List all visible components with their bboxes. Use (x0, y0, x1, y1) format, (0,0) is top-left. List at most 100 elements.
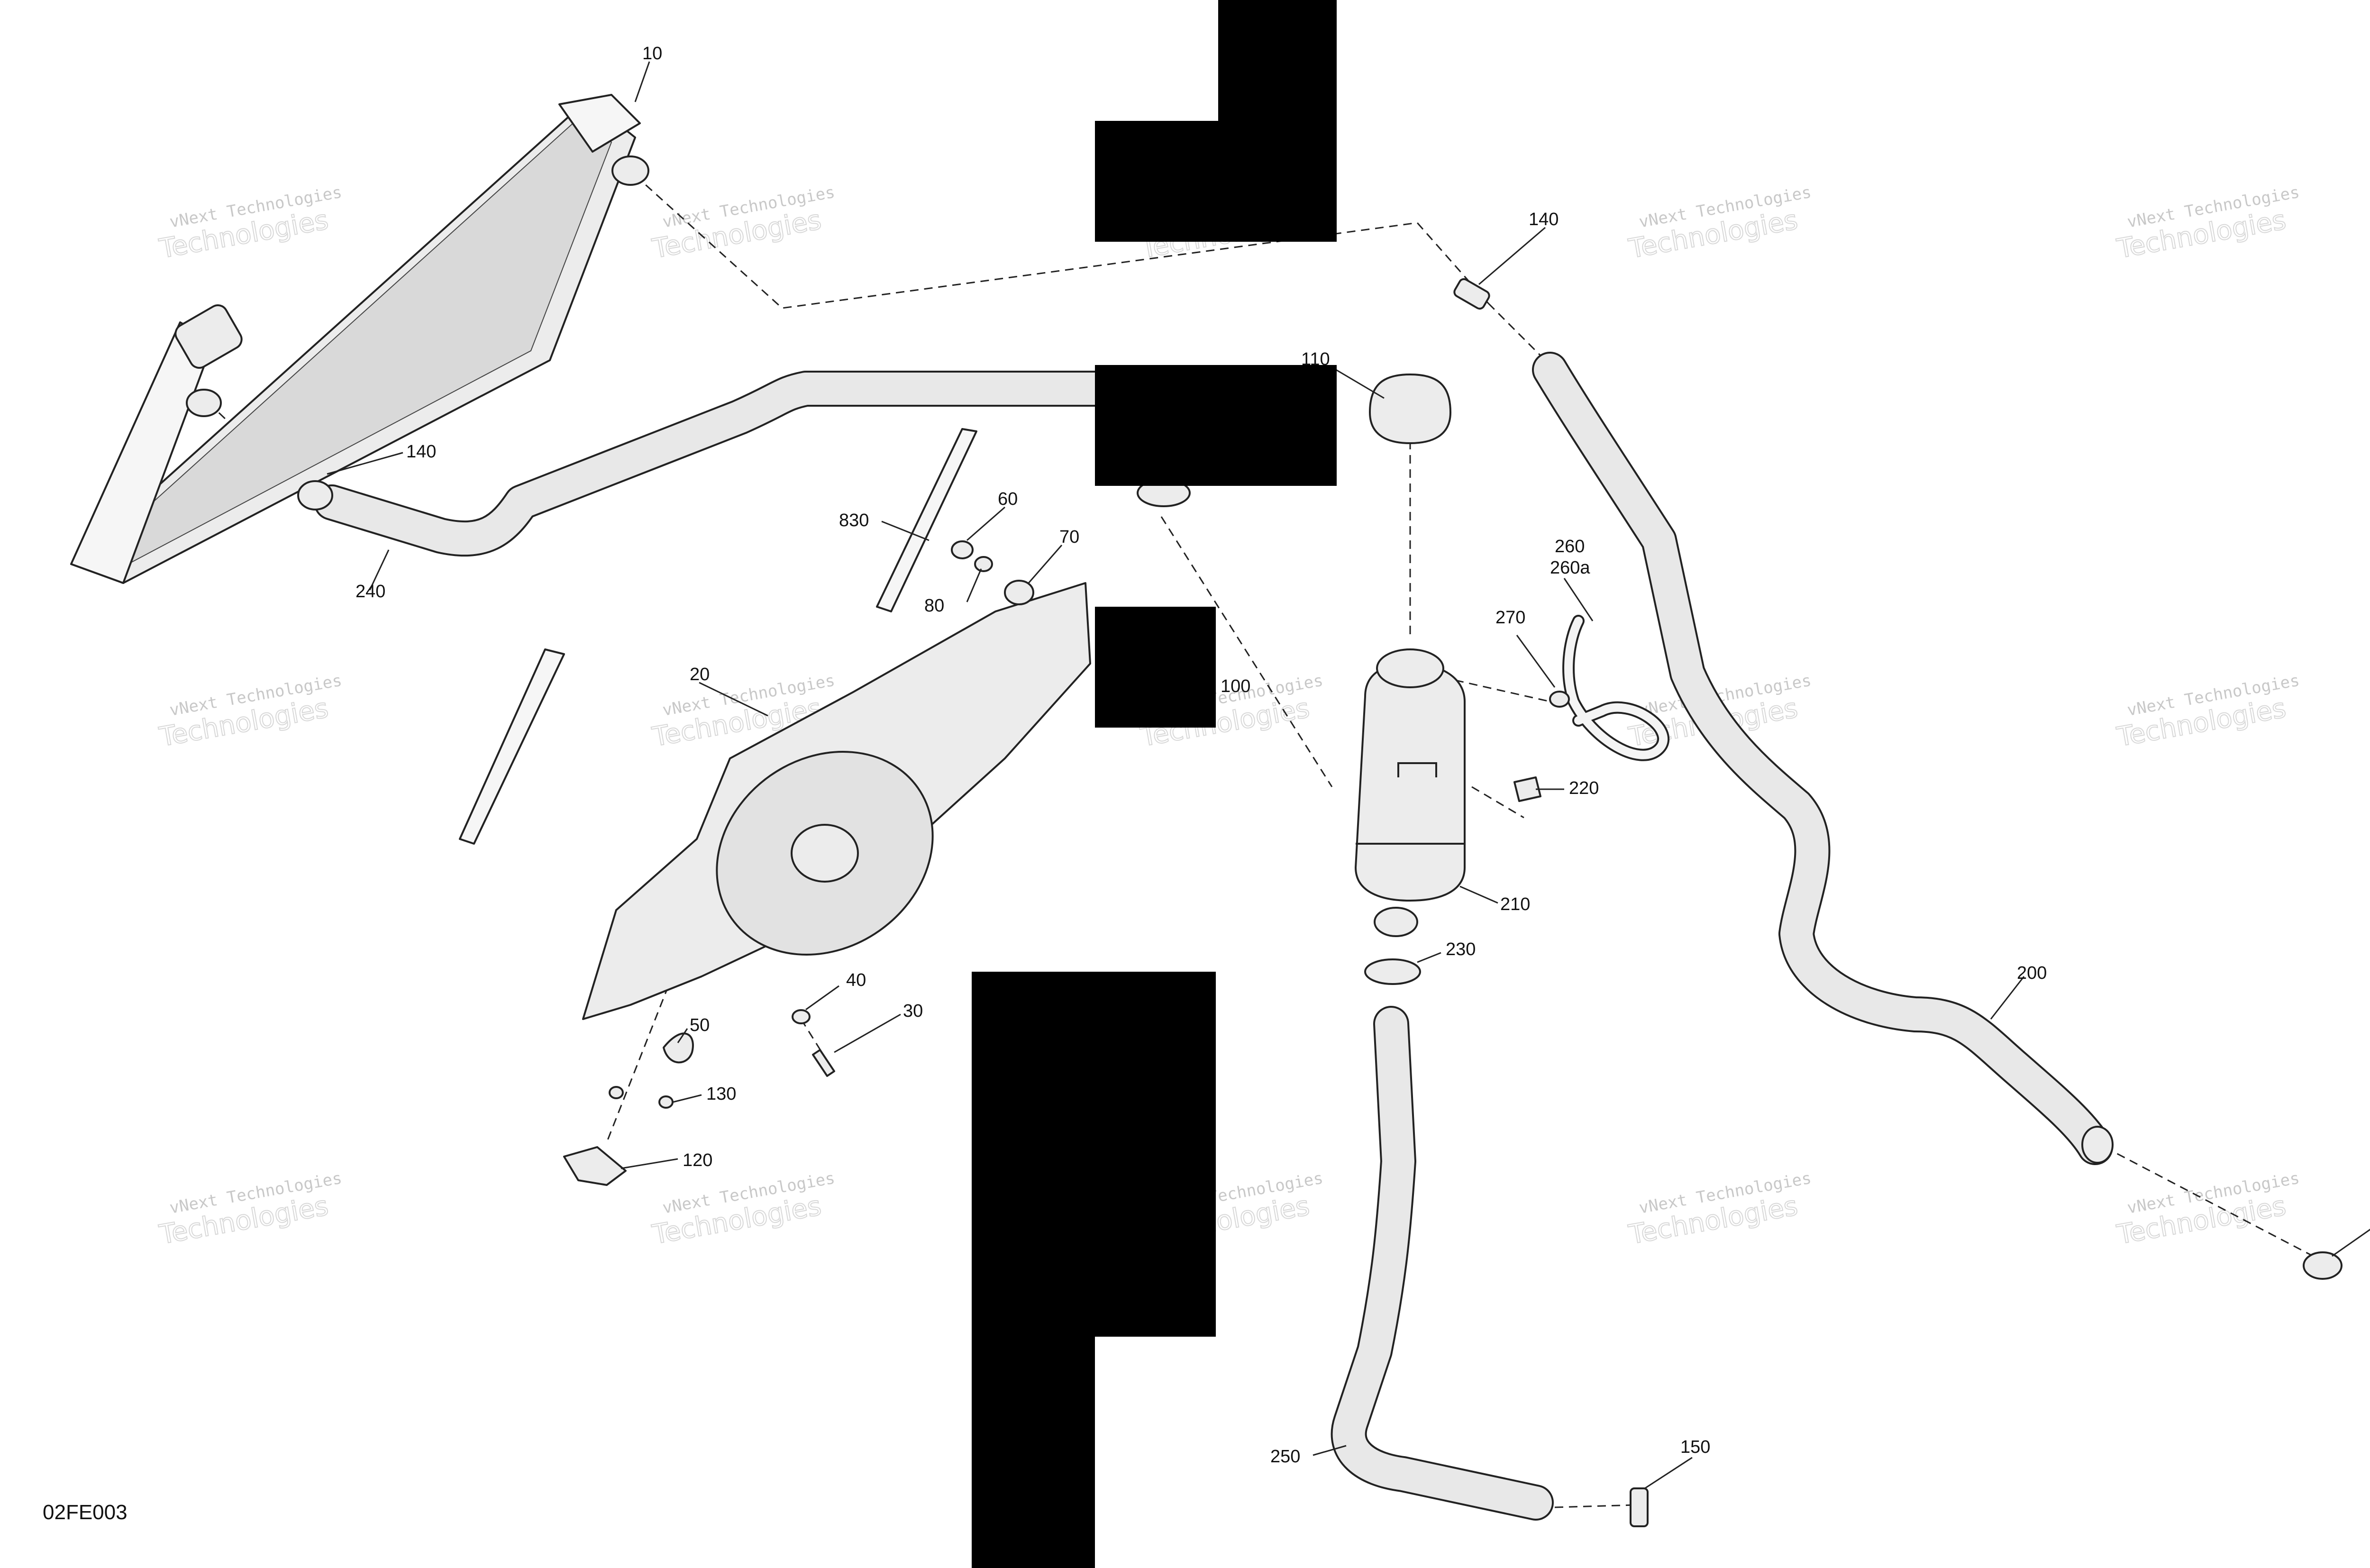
callout-30: 30 (903, 1001, 923, 1021)
callout-240: 240 (356, 582, 385, 602)
leader-line (1417, 952, 1441, 963)
watermark: Technologies vNext Technologies (649, 1168, 836, 1251)
grommet-70-icon (1004, 580, 1034, 605)
clamp-140-icon (1453, 278, 1490, 310)
leader-line (881, 520, 930, 541)
watermark: Technologies vNext Technologies (1626, 182, 1813, 265)
watermark: Technologies vNext Technologies (2114, 671, 2301, 753)
callout-100: 100 (1221, 676, 1250, 696)
redaction-blocks (972, 0, 1337, 1568)
callout-260a: 260a (1550, 558, 1590, 578)
redaction-block (1095, 365, 1337, 486)
right-hose (1532, 352, 2114, 1165)
bracket-120-icon (563, 1146, 627, 1186)
callout-210: 210 (1500, 894, 1530, 914)
callout-830: 830 (839, 511, 869, 530)
leader-line (1028, 545, 1063, 583)
clamp-160-icon (2303, 1251, 2343, 1280)
upper-hose-body (316, 373, 1154, 555)
leader-line (673, 1094, 702, 1103)
callout-260: 260 (1555, 537, 1585, 556)
hose-end (2081, 1126, 2114, 1164)
fan-shroud (582, 582, 1091, 1020)
leader-line (1516, 635, 1556, 688)
leader-line (1331, 366, 1385, 399)
hose-clamp-icon (297, 480, 333, 511)
redaction-block (972, 972, 1216, 1568)
leader-line (1313, 1445, 1347, 1456)
callout-140: 140 (406, 442, 436, 462)
leader-line (677, 1028, 688, 1043)
radiator (70, 94, 649, 584)
callout-70: 70 (1059, 527, 1079, 547)
assembly-line (1554, 1504, 1636, 1508)
callout-labels: 10 140 140 110 830 60 70 80 240 260 260a… (356, 44, 2047, 1467)
radiator-outlet (611, 155, 649, 186)
foam-strip (459, 648, 565, 845)
vent-hose (1562, 615, 1669, 761)
leader-line (834, 1013, 901, 1053)
callout-150: 150 (1680, 1437, 1710, 1457)
redaction-block (1095, 607, 1216, 728)
radiator-cap-icon (1369, 374, 1451, 444)
callout-140: 140 (1529, 210, 1559, 229)
nut-60-icon (951, 540, 974, 559)
leader-line (699, 682, 768, 717)
clamp-270-icon (1549, 691, 1570, 708)
watermark: Technologies vNext Technologies (649, 182, 836, 265)
callout-10: 10 (642, 44, 662, 64)
assembly-line (1471, 786, 1524, 819)
callout-120: 120 (683, 1150, 712, 1170)
leader-line (1990, 976, 2025, 1020)
watermark: Technologies vNext Technologies (156, 671, 343, 753)
nut-130b-icon (658, 1095, 674, 1109)
coolant-reservoir (1355, 374, 1466, 937)
foam-strip (876, 428, 977, 612)
callout-250: 250 (1270, 1447, 1300, 1467)
leader-line (966, 506, 1005, 541)
radiator-top-tank (558, 94, 641, 153)
leader-line (369, 549, 390, 591)
lower-hose-body (1332, 1008, 1552, 1519)
clamp-150-icon (1630, 1487, 1649, 1527)
hardware (563, 278, 2343, 1527)
upper-hose (297, 371, 1156, 557)
callout-230: 230 (1446, 939, 1476, 959)
leader-line (1644, 1457, 1693, 1489)
right-hose-body (1534, 354, 2111, 1163)
nut-130-icon (609, 1086, 624, 1099)
callout-220: 220 (1569, 778, 1599, 798)
grommet-50-icon (663, 1032, 694, 1064)
assembly-line (634, 174, 1489, 309)
assembly-line (1160, 516, 1333, 787)
assembly-line (2104, 1146, 2314, 1257)
redaction-gap (972, 1095, 1095, 1216)
callout-40: 40 (846, 970, 866, 990)
watermark: Technologies vNext Technologies (1626, 1168, 1813, 1251)
leader-lines (327, 61, 2370, 1489)
radiator-inlet (186, 389, 222, 417)
drawing-reference: 02FE003 (43, 1501, 128, 1524)
callout-80: 80 (924, 596, 944, 616)
assembly-line (1487, 302, 1546, 361)
reservoir-body (1355, 663, 1466, 902)
watermark: Technologies vNext Technologies (2114, 182, 2301, 265)
reservoir-neck (1376, 648, 1444, 688)
redaction-block (1095, 0, 1337, 242)
watermark: Technologies vNext Technologies (156, 1168, 343, 1251)
leader-line (620, 1158, 678, 1169)
vent-hose-body (1564, 617, 1668, 759)
reservoir-outlet (1374, 907, 1418, 937)
leader-line (634, 61, 650, 102)
leader-line (966, 568, 982, 602)
washer-80-icon (974, 556, 993, 572)
leader-line (1478, 227, 1546, 285)
rivet-220-icon (1513, 776, 1541, 802)
leader-line (327, 452, 403, 475)
callout-20: 20 (690, 665, 710, 684)
hose-clamp-230 (1364, 958, 1421, 985)
washer-40-icon (792, 1009, 811, 1024)
radiator-corner-block (174, 304, 243, 369)
bolt-30-icon (812, 1049, 835, 1077)
leader-line (805, 985, 839, 1011)
